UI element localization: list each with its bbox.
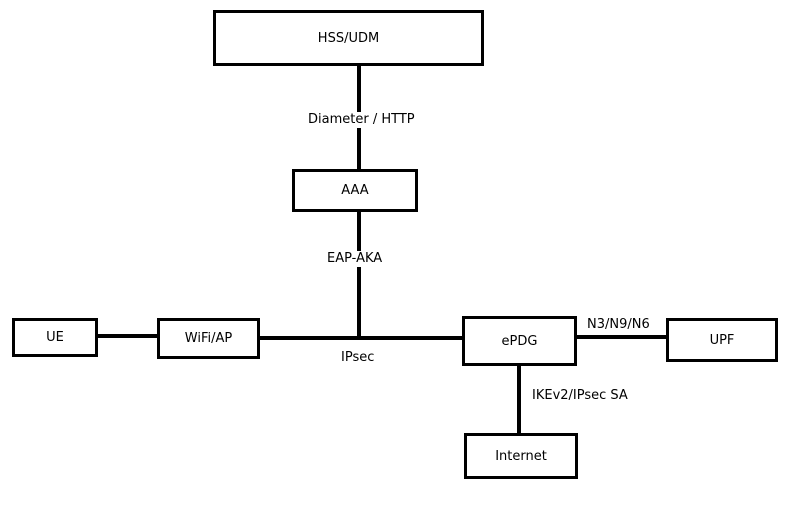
wifi-ap-node: WiFi/AP	[157, 318, 260, 359]
ue-label: UE	[46, 330, 64, 345]
upf-label: UPF	[709, 332, 735, 348]
internet-node: Internet	[464, 433, 578, 479]
link-epdg-upf-label: N3/N9/N6	[584, 317, 653, 333]
link-aaa-core-label: EAP-AKA	[324, 251, 386, 267]
link-epdg-internet-label: IKEv2/IPsec SA	[529, 388, 631, 404]
wifi-ap-label: WiFi/AP	[184, 331, 233, 346]
epdg-node: ePDG	[462, 316, 577, 366]
hss-udm-label: HSS/UDM	[317, 30, 380, 46]
internet-label: Internet	[495, 448, 547, 464]
link-epdg-upf-line	[575, 335, 668, 339]
hss-udm-node: HSS/UDM	[213, 10, 484, 66]
aaa-label: AAA	[341, 183, 369, 198]
link-wifi-epdg-line	[258, 336, 464, 340]
link-aaa-core-line	[357, 210, 361, 340]
link-epdg-internet-line	[517, 365, 521, 435]
upf-node: UPF	[666, 318, 778, 362]
epdg-label: ePDG	[501, 333, 538, 349]
ue-node: UE	[12, 318, 98, 357]
link-hss-aaa-label: Diameter / HTTP	[305, 112, 418, 128]
link-wifi-epdg-label: IPsec	[338, 350, 378, 366]
link-ue-wifi-line	[97, 334, 159, 338]
aaa-node: AAA	[292, 169, 418, 212]
